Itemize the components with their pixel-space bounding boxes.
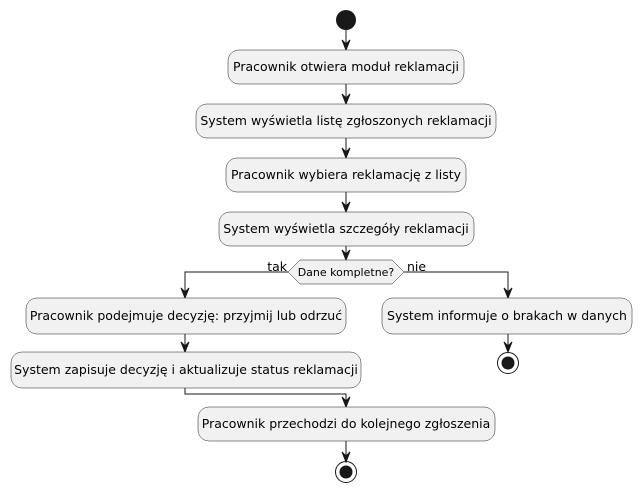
decision-no-label: nie — [407, 259, 426, 274]
action-box — [197, 406, 496, 442]
action-label: System wyświetla listę zgłoszonych rekla… — [200, 113, 491, 128]
action-decide: Pracownik podejmuje decyzję: przyjmij lu… — [25, 297, 347, 335]
stop-outer-ring — [497, 352, 519, 374]
action-box — [195, 103, 497, 139]
stop-node-final — [335, 461, 357, 483]
arrowhead — [341, 147, 351, 160]
action-open-module: Pracownik otwiera moduł reklamacji — [227, 49, 465, 85]
action-box — [225, 157, 467, 193]
arrowhead — [341, 249, 351, 262]
stop-outer-ring — [335, 461, 357, 483]
edges — [180, 30, 513, 464]
action-label: Pracownik otwiera moduł reklamacji — [233, 59, 459, 74]
arrowhead — [341, 39, 351, 52]
decision-yes-label: tak — [267, 259, 288, 274]
decision-question: Dane kompletne? — [298, 266, 395, 279]
action-label: System informuje o brakach w danych — [387, 308, 627, 323]
action-box — [218, 211, 475, 247]
arrowhead — [180, 341, 190, 354]
stop-inner-dot — [501, 356, 515, 370]
action-box — [25, 297, 347, 335]
arrowhead — [503, 341, 513, 354]
start-node — [336, 10, 356, 30]
action-label: System wyświetla szczegóły reklamacji — [223, 221, 468, 236]
stop-node-branch — [497, 352, 519, 374]
action-save-status: System zapisuje decyzję i aktualizuje st… — [10, 351, 362, 389]
decision-diamond — [287, 259, 405, 285]
action-select-item: Pracownik wybiera reklamację z listy — [225, 157, 467, 193]
arrowhead — [341, 93, 351, 106]
arrowhead — [503, 287, 513, 300]
edge-decision-no — [404, 271, 509, 297]
edge-decision-yes — [184, 271, 288, 297]
action-box — [227, 49, 465, 85]
stop-inner-dot — [339, 465, 353, 479]
action-label: Pracownik wybiera reklamację z listy — [231, 167, 462, 182]
action-label: System zapisuje decyzję i aktualizuje st… — [14, 362, 358, 377]
arrowhead — [341, 451, 351, 464]
action-box — [381, 297, 633, 335]
decision-node: Dane kompletne? tak nie — [267, 259, 426, 285]
action-next-item: Pracownik przechodzi do kolejnego zgłosz… — [197, 406, 496, 442]
action-show-list: System wyświetla listę zgłoszonych rekla… — [195, 103, 497, 139]
action-label: Pracownik podejmuje decyzję: przyjmij lu… — [30, 308, 342, 323]
action-label: Pracownik przechodzi do kolejnego zgłosz… — [202, 416, 491, 431]
action-box — [10, 351, 362, 389]
edge-save-merge — [184, 388, 347, 406]
action-inform-missing: System informuje o brakach w danych — [381, 297, 633, 335]
action-show-details: System wyświetla szczegóły reklamacji — [218, 211, 475, 247]
arrowhead — [341, 201, 351, 214]
arrowhead — [341, 396, 351, 409]
arrowhead — [180, 287, 190, 300]
